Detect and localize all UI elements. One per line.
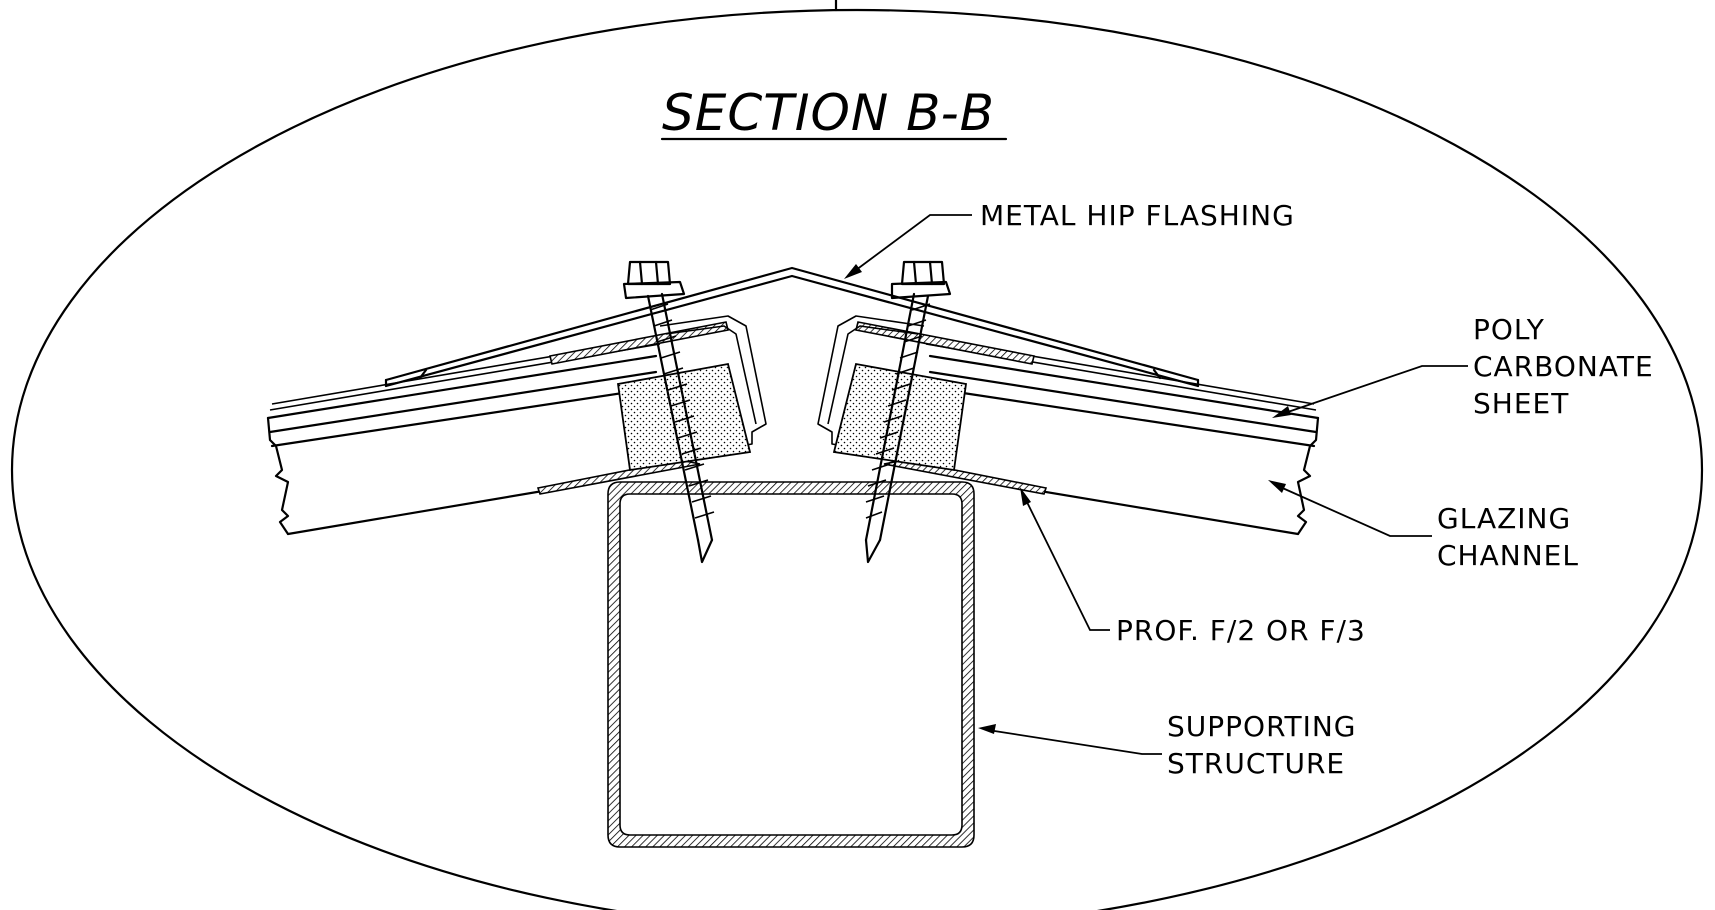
detail-ellipse — [11, 9, 1703, 910]
glazing-channel-right — [928, 354, 1320, 536]
glazing-channel-left — [266, 354, 658, 536]
label-metal-hip-flashing: METAL HIP FLASHING — [980, 199, 1295, 232]
metal-hip-flashing — [384, 266, 1200, 388]
screw-right — [864, 260, 952, 564]
leader-supporting-structure — [978, 724, 1162, 755]
supporting-structure — [607, 481, 975, 848]
label-glazing-line1: GLAZING — [1437, 502, 1571, 535]
label-poly-line1: POLY — [1473, 313, 1545, 346]
label-glazing-line2: CHANNEL — [1437, 539, 1579, 572]
clamp-profile-right — [817, 315, 1048, 495]
label-poly-line3: SHEET — [1473, 387, 1569, 420]
leader-polycarbonate-sheet — [1272, 365, 1468, 418]
label-support-line1: SUPPORTING — [1167, 710, 1357, 743]
leader-profile — [1020, 487, 1110, 631]
section-title: SECTION B-B — [662, 84, 995, 142]
label-support-line2: STRUCTURE — [1167, 747, 1345, 780]
leader-metal-hip-flashing — [844, 214, 972, 279]
leader-glazing-channel — [1268, 480, 1432, 537]
clamp-profile-left — [536, 315, 767, 495]
screw-left — [622, 260, 715, 564]
label-profile: PROF. F/2 OR F/3 — [1116, 614, 1366, 647]
label-poly-line2: CARBONATE — [1473, 350, 1654, 383]
